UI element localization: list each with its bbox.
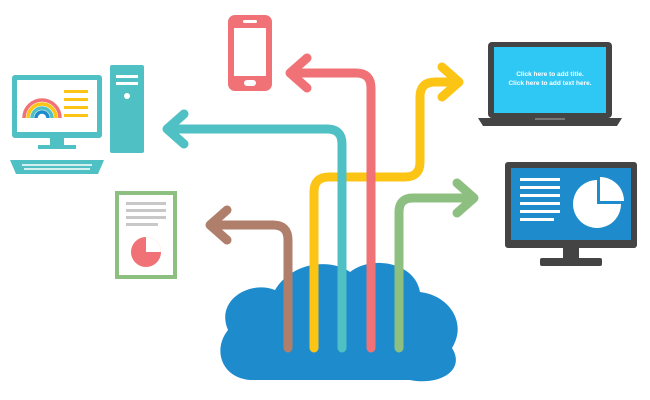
text-lines [520,178,560,221]
arrow-to-document [205,205,293,353]
laptop-title-text: Click here to add title. [516,71,584,78]
monitor-icon [505,162,637,266]
desktop-computer-icon [10,65,144,174]
pie-chart-icon [573,177,624,228]
distribution-arrows [162,53,479,353]
arrow-teal-head [162,109,189,149]
arrow-to-monitor [394,178,479,353]
arrow-to-laptop [309,62,464,353]
pie-chart-icon [131,237,161,267]
arrow-green-head [452,178,479,218]
arrow-red-head [285,53,312,93]
laptop-body-text: Click here to add text here. [508,80,591,87]
arrow-brown-head [205,205,232,245]
document-chart-icon [115,191,177,279]
arrow-green-stem [394,193,475,353]
arrow-red-stem [287,68,376,353]
smartphone-icon [228,15,272,91]
rainbow-chart-icon [22,98,62,119]
arrow-yellow-stem [309,77,461,353]
arrow-to-phone [285,53,376,353]
laptop-icon: Click here to add title. Click here to a… [478,42,622,126]
arrow-yellow-head [437,62,464,102]
text-lines [64,90,88,117]
arrow-to-desktop [162,109,347,353]
arrow-brown-stem [208,220,293,353]
arrow-teal-stem [163,124,347,353]
